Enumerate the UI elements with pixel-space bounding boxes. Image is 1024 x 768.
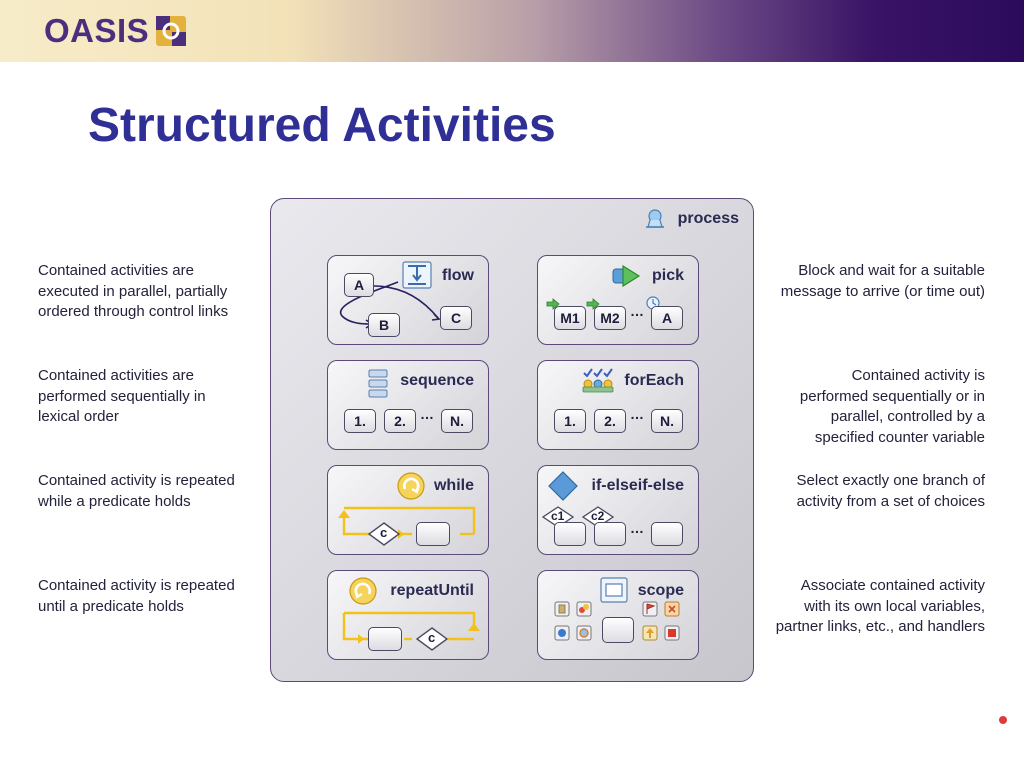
process-container: process flow A C B pick bbox=[270, 198, 754, 682]
desc-scope: Associate contained activity with its ow… bbox=[775, 577, 985, 635]
foreach-step-n: N. bbox=[651, 409, 683, 433]
if-branch-1 bbox=[554, 522, 586, 546]
repeatuntil-loop-icon bbox=[349, 577, 377, 605]
repeatuntil-body-activity bbox=[368, 627, 402, 651]
if-else-branch bbox=[651, 522, 683, 546]
sequence-card[interactable]: sequence 1. 2. … N. bbox=[327, 360, 489, 450]
while-condition-label: c bbox=[380, 525, 388, 540]
desc-repeatuntil: Contained activity is repeated until a p… bbox=[38, 577, 235, 615]
if-ellipsis: … bbox=[630, 520, 644, 536]
sequence-title: sequence bbox=[400, 372, 474, 389]
variables-icon bbox=[554, 601, 570, 617]
logo-text: OASIS bbox=[44, 12, 150, 49]
if-card[interactable]: if-elseif-else c1 c2 … bbox=[537, 465, 699, 555]
desc-if: Select exactly one branch of activity fr… bbox=[796, 472, 985, 510]
flow-card[interactable]: flow A C B bbox=[327, 255, 489, 345]
partner-links-icon bbox=[576, 601, 592, 617]
flow-title: flow bbox=[442, 267, 474, 284]
pick-icon bbox=[612, 264, 641, 288]
while-loop-arrow bbox=[338, 506, 476, 539]
desc-pick: Block and wait for a suitable message to… bbox=[780, 262, 985, 300]
header-band: OASIS bbox=[0, 0, 1024, 62]
if-c2-label: c2 bbox=[591, 509, 605, 523]
foreach-step-1: 1. bbox=[554, 409, 586, 433]
while-condition-diamond bbox=[367, 522, 401, 546]
foreach-icon bbox=[582, 368, 614, 393]
desc-foreach: Contained activity is performed sequenti… bbox=[799, 367, 985, 446]
compensation-handler-icon bbox=[664, 601, 680, 617]
while-card[interactable]: while c bbox=[327, 465, 489, 555]
sequence-icon bbox=[368, 369, 388, 398]
sequence-ellipsis: … bbox=[420, 406, 434, 422]
pick-title: pick bbox=[651, 267, 684, 284]
pick-ellipsis: … bbox=[630, 303, 644, 319]
slide-title: Structured Activities bbox=[88, 99, 556, 152]
if-c1-label: c1 bbox=[551, 509, 565, 523]
sequence-step-1: 1. bbox=[344, 409, 376, 433]
foreach-ellipsis: … bbox=[630, 406, 644, 422]
repeatuntil-condition-label: c bbox=[428, 630, 436, 645]
flow-activity-c: C bbox=[440, 306, 472, 330]
pick-card[interactable]: pick M1 M2 … A bbox=[537, 255, 699, 345]
desc-flow: Contained activities are executed in par… bbox=[38, 262, 229, 320]
scope-body-activity bbox=[602, 617, 634, 643]
flow-activity-a: A bbox=[344, 273, 374, 297]
correlation-sets-icon bbox=[554, 625, 570, 641]
pick-alarm-a: A bbox=[651, 306, 683, 330]
repeatuntil-loop-arrow bbox=[342, 611, 480, 644]
oasis-logo-mark-icon bbox=[156, 16, 187, 46]
repeatuntil-condition-diamond bbox=[415, 627, 449, 651]
if-title: if-elseif-else bbox=[591, 477, 684, 494]
termination-handler-icon bbox=[664, 625, 680, 641]
flow-links bbox=[339, 281, 441, 329]
desc-sequence: Contained activities are performed seque… bbox=[38, 367, 206, 425]
scope-title: scope bbox=[637, 582, 684, 599]
repeatuntil-card[interactable]: repeatUntil c bbox=[327, 570, 489, 660]
if-branch-2 bbox=[594, 522, 626, 546]
sequence-step-2: 2. bbox=[384, 409, 416, 433]
sequence-step-n: N. bbox=[441, 409, 473, 433]
event-handler-icon bbox=[642, 625, 658, 641]
while-loop-icon bbox=[397, 472, 425, 500]
if-diamond-icon bbox=[548, 471, 578, 501]
pick-message-m1: M1 bbox=[554, 306, 586, 330]
process-title: process bbox=[677, 210, 739, 227]
oasis-logo[interactable]: OASIS bbox=[44, 13, 187, 49]
foreach-card[interactable]: forEach 1. 2. … N. bbox=[537, 360, 699, 450]
process-label: process bbox=[644, 209, 739, 229]
scope-icon bbox=[600, 577, 628, 603]
foreach-step-2: 2. bbox=[594, 409, 626, 433]
repeatuntil-title: repeatUntil bbox=[390, 582, 474, 599]
while-title: while bbox=[433, 477, 474, 494]
fault-handler-icon bbox=[642, 601, 658, 617]
flow-icon bbox=[402, 261, 432, 289]
pick-message-m2: M2 bbox=[594, 306, 626, 330]
accent-dot bbox=[999, 716, 1007, 724]
flow-activity-b: B bbox=[368, 313, 400, 337]
desc-while: Contained activity is repeated while a p… bbox=[38, 472, 235, 510]
foreach-title: forEach bbox=[624, 372, 684, 389]
scope-card[interactable]: scope bbox=[537, 570, 699, 660]
process-icon bbox=[645, 209, 664, 228]
message-exchanges-icon bbox=[576, 625, 592, 641]
while-body-activity bbox=[416, 522, 450, 546]
